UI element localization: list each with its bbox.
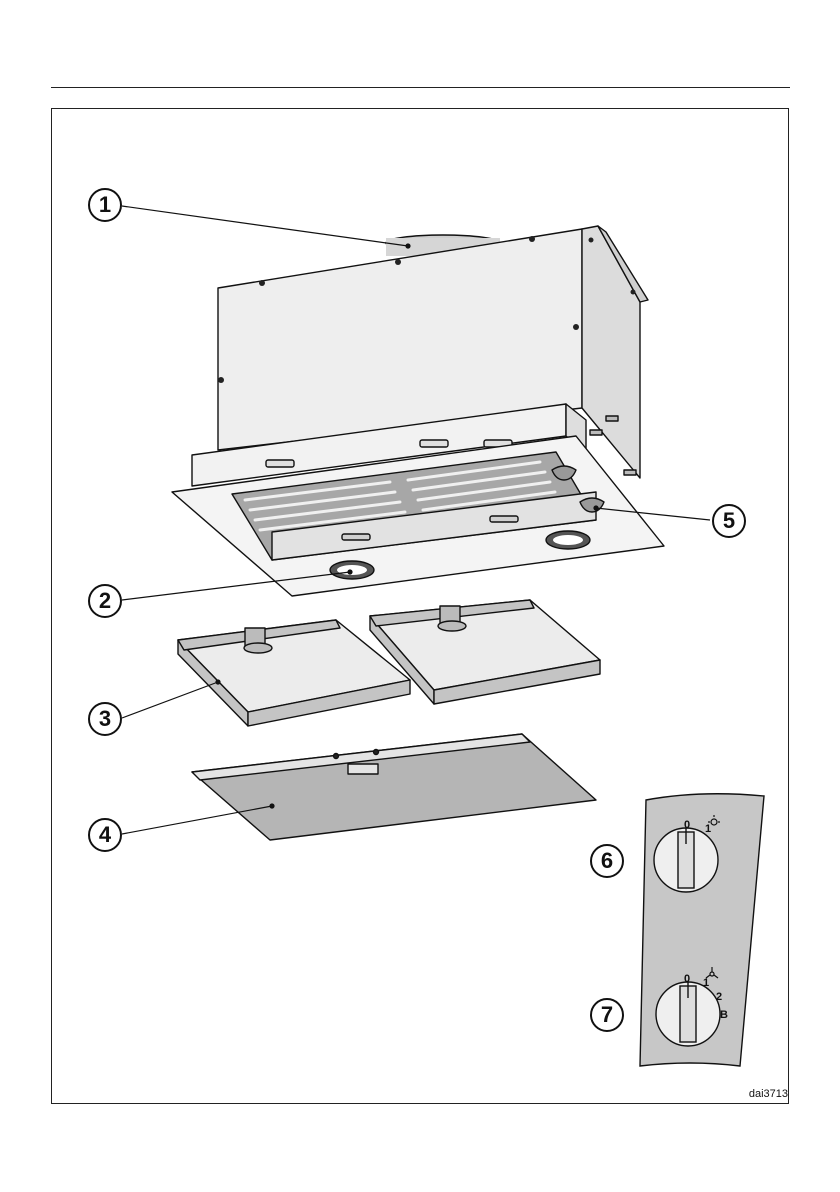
housing-side-face <box>582 226 640 478</box>
callout-1: 1 <box>88 188 122 222</box>
hood-housing <box>172 226 664 596</box>
callout-4: 4 <box>88 818 122 852</box>
light-off-label: 0 <box>684 819 690 831</box>
fan-speed2-label: 2 <box>716 991 722 1003</box>
light-on-label: 1 <box>705 823 711 835</box>
callout-6: 6 <box>590 844 624 878</box>
callout-7: 7 <box>590 998 624 1032</box>
fan-off-label: 0 <box>684 973 690 985</box>
control-panel <box>640 794 764 1066</box>
callout-5: 5 <box>712 504 746 538</box>
figure-reference-code: dai3713 <box>749 1088 788 1100</box>
callout-3: 3 <box>88 702 122 736</box>
fan-switch-dial[interactable] <box>656 982 720 1046</box>
fan-boost-label: B <box>720 1009 728 1021</box>
grease-filters <box>178 600 600 726</box>
fan-speed1-label: 1 <box>703 977 709 989</box>
metal-filter <box>192 734 596 840</box>
callout-2: 2 <box>88 584 122 618</box>
light-switch-dial[interactable] <box>654 828 718 892</box>
